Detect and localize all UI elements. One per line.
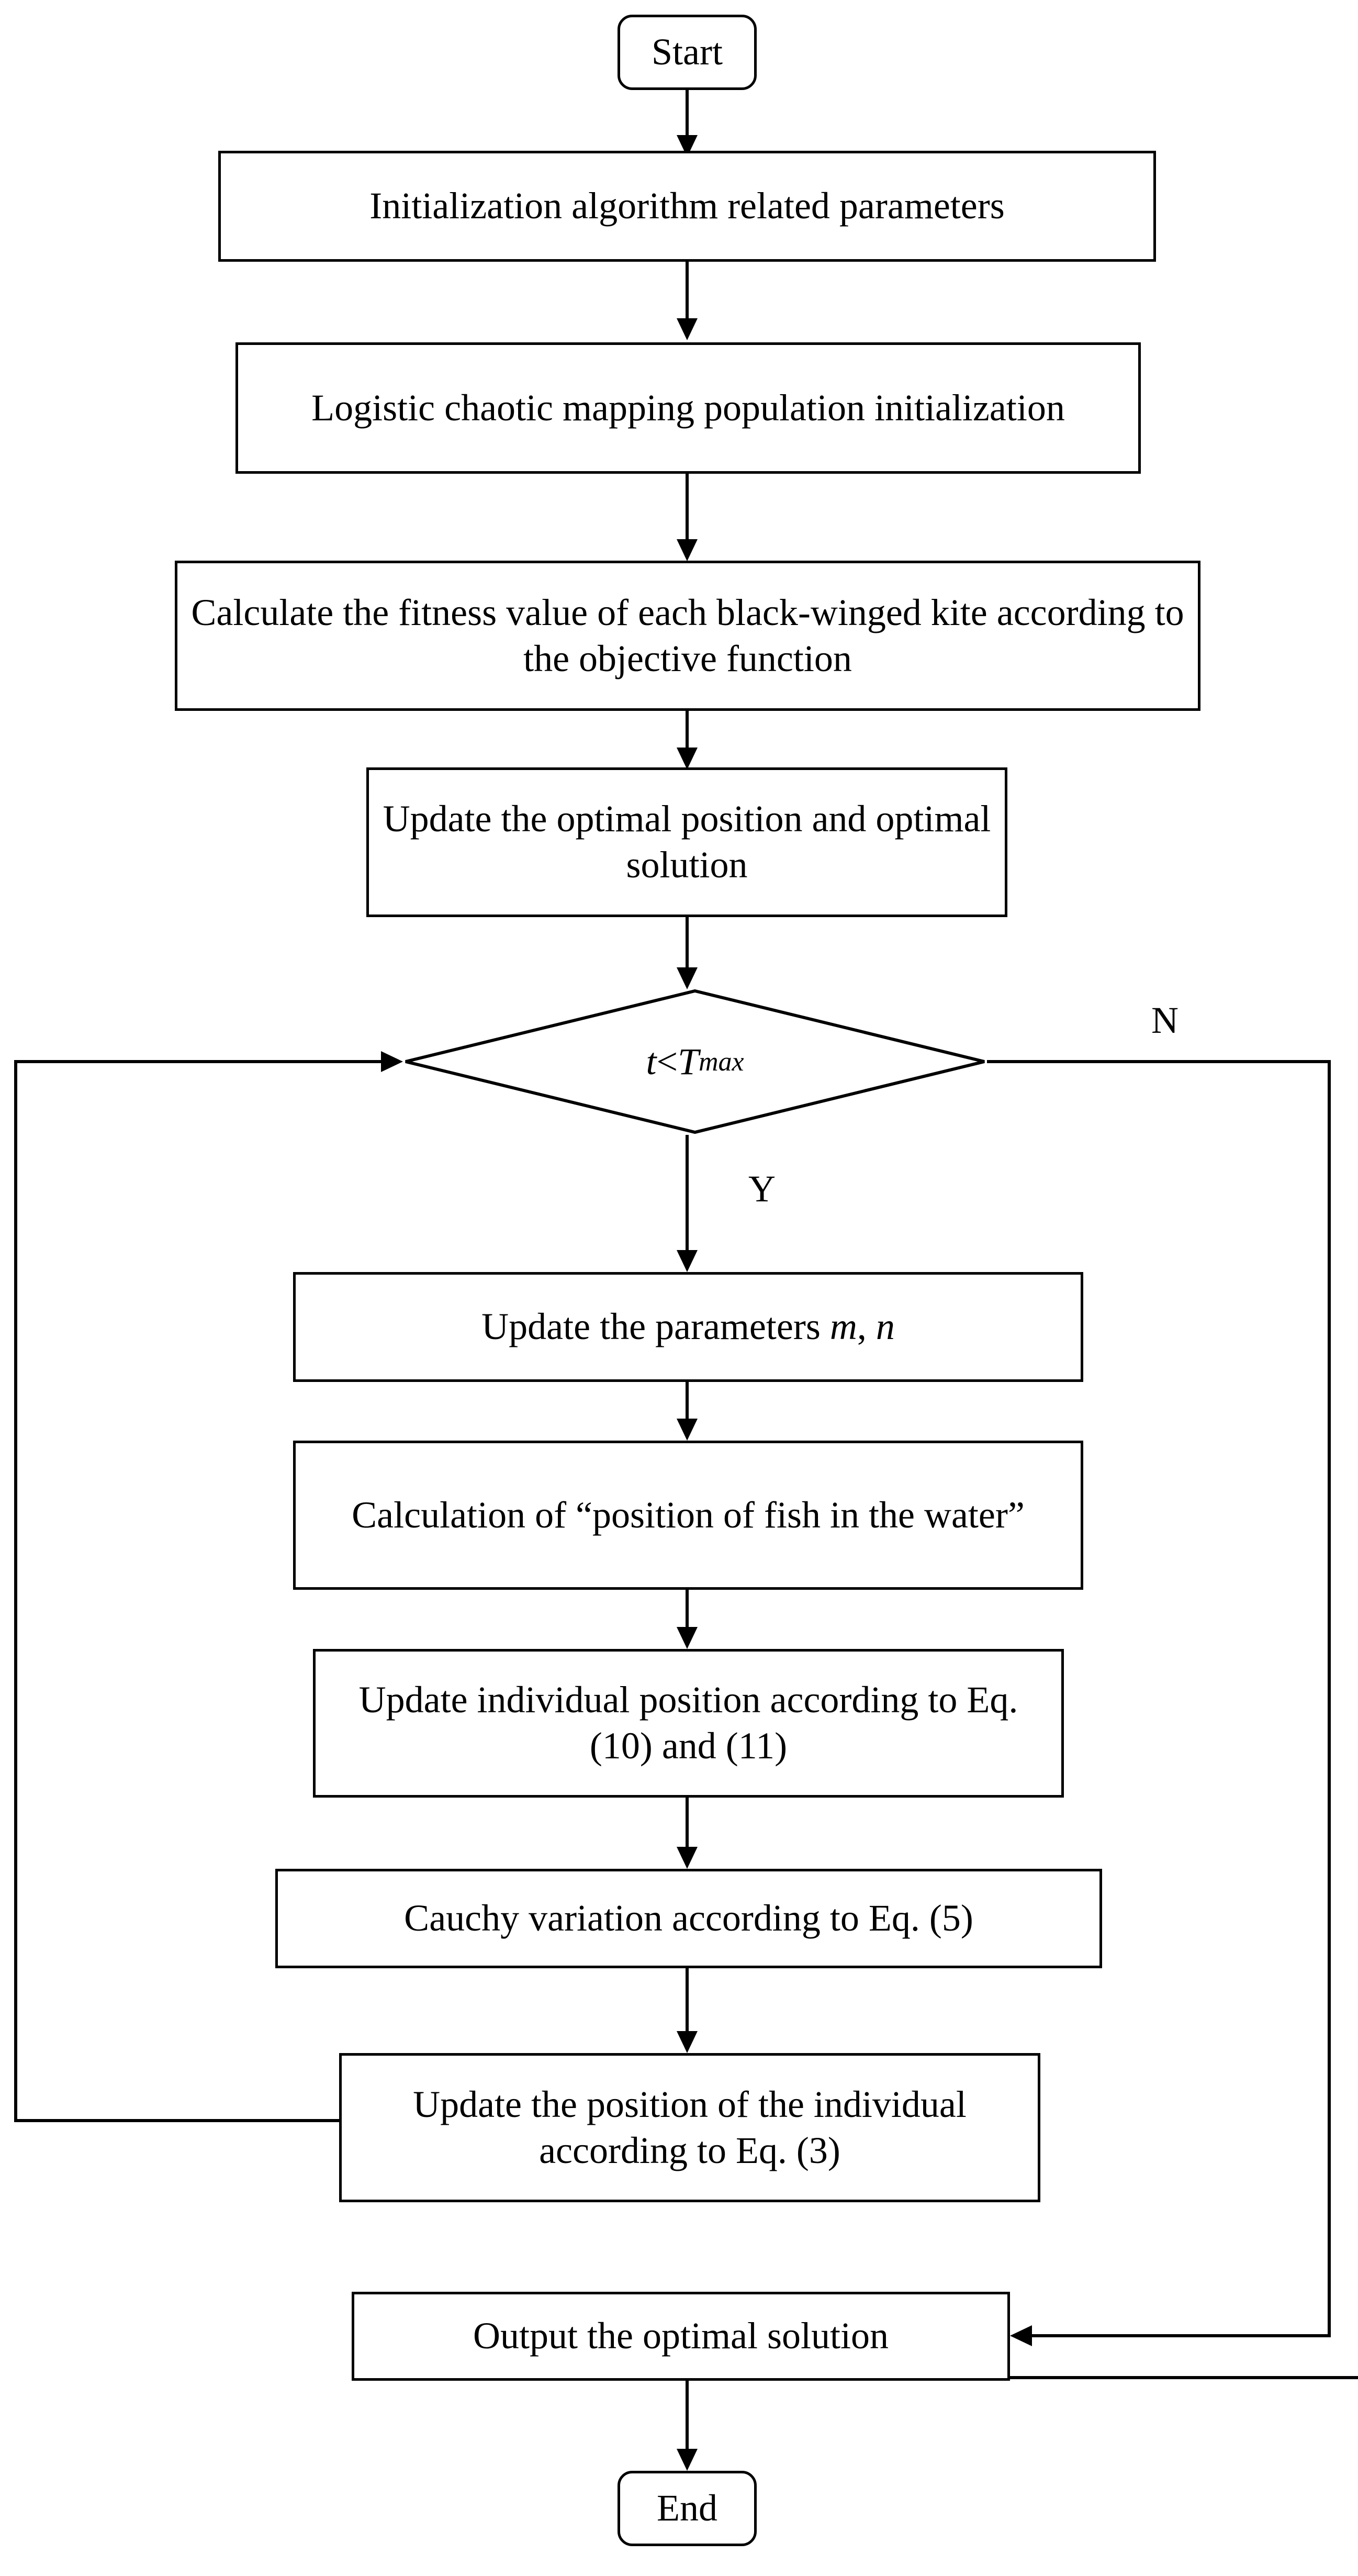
decision-var-T-subscript: max bbox=[699, 1046, 744, 1077]
node-cauchy-variation: Cauchy variation according to Eq. (5) bbox=[275, 1869, 1102, 1968]
node-calculate-fitness: Calculate the fitness value of each blac… bbox=[175, 561, 1200, 711]
edge-label-no: N bbox=[1151, 999, 1179, 1042]
decision-operator: < bbox=[656, 1040, 678, 1083]
node-update-parameters-mn-label: Update the parameters m, n bbox=[481, 1304, 895, 1350]
node-output-optimal-solution-label: Output the optimal solution bbox=[473, 2315, 889, 2357]
node-output-optimal-solution: Output the optimal solution bbox=[352, 2292, 1010, 2381]
update-mn-m: m bbox=[829, 1306, 857, 1348]
node-fish-position-label: Calculation of “position of fish in the … bbox=[352, 1493, 1025, 1536]
node-update-individual-position: Update individual position according to … bbox=[313, 1649, 1064, 1798]
node-cauchy-variation-label: Cauchy variation according to Eq. (5) bbox=[404, 1897, 973, 1939]
node-initialization-parameters: Initialization algorithm related paramet… bbox=[218, 151, 1156, 262]
update-mn-n: n bbox=[876, 1306, 895, 1348]
node-end: End bbox=[618, 2471, 757, 2546]
node-fish-position: Calculation of “position of fish in the … bbox=[293, 1441, 1083, 1590]
node-update-optimal-label: Update the optimal position and optimal … bbox=[383, 798, 991, 886]
edge-label-no-text: N bbox=[1151, 999, 1179, 1041]
node-start: Start bbox=[618, 15, 757, 90]
edge-label-yes: Y bbox=[748, 1167, 776, 1211]
update-mn-prefix: Update the parameters bbox=[481, 1306, 830, 1348]
node-logistic-mapping: Logistic chaotic mapping population init… bbox=[235, 342, 1141, 474]
decision-var-t: t bbox=[646, 1040, 657, 1083]
update-mn-separator: , bbox=[857, 1306, 876, 1348]
node-start-label: Start bbox=[652, 31, 723, 73]
node-initialization-parameters-label: Initialization algorithm related paramet… bbox=[369, 185, 1005, 227]
node-end-label: End bbox=[657, 2487, 717, 2529]
decision-var-T: T bbox=[678, 1040, 699, 1083]
node-update-individual-position-label: Update individual position according to … bbox=[358, 1679, 1018, 1767]
node-calculate-fitness-label: Calculate the fitness value of each blac… bbox=[191, 591, 1184, 679]
node-update-optimal: Update the optimal position and optimal … bbox=[366, 767, 1007, 917]
node-update-position-eq3: Update the position of the individual ac… bbox=[339, 2053, 1040, 2202]
edge-label-yes-text: Y bbox=[748, 1168, 776, 1210]
node-logistic-mapping-label: Logistic chaotic mapping population init… bbox=[311, 386, 1065, 429]
node-update-position-eq3-label: Update the position of the individual ac… bbox=[413, 2083, 967, 2171]
node-update-parameters-mn: Update the parameters m, n bbox=[293, 1272, 1083, 1382]
